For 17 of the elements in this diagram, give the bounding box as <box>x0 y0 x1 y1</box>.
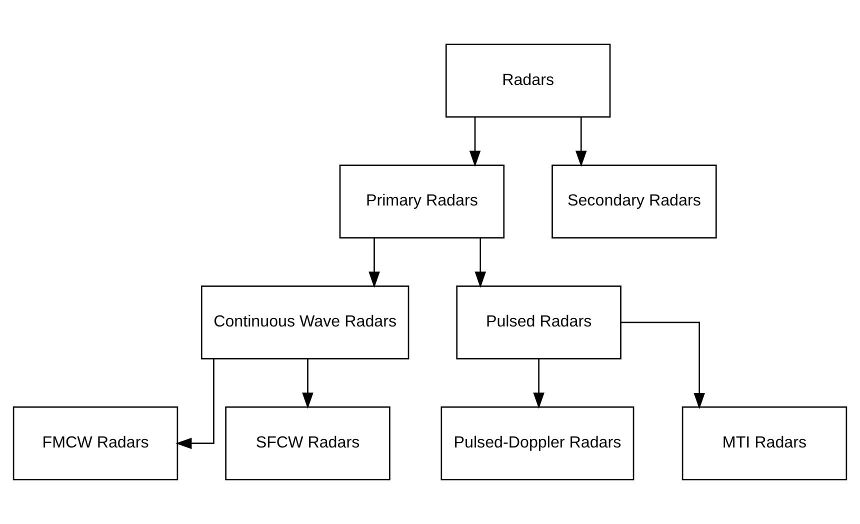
arrow <box>368 238 380 288</box>
arrow <box>620 322 705 410</box>
arrow <box>474 238 486 288</box>
node-box: Secondary Radars <box>552 164 717 238</box>
node-box: Pulsed-Doppler Radars <box>440 406 634 480</box>
node-box: SFCW Radars <box>225 406 390 480</box>
node-box: FMCW Radars <box>12 406 178 480</box>
node-box: Radars <box>445 44 611 118</box>
arrow <box>176 358 214 449</box>
arrow <box>575 116 587 167</box>
node-box: Primary Radars <box>339 164 505 238</box>
node-box: MTI Radars <box>682 406 848 480</box>
node-box: Pulsed Radars <box>456 286 622 360</box>
arrow <box>302 358 314 409</box>
node-box: Continuous Wave Radars <box>200 286 410 360</box>
arrow <box>533 358 544 409</box>
arrow <box>469 116 481 167</box>
